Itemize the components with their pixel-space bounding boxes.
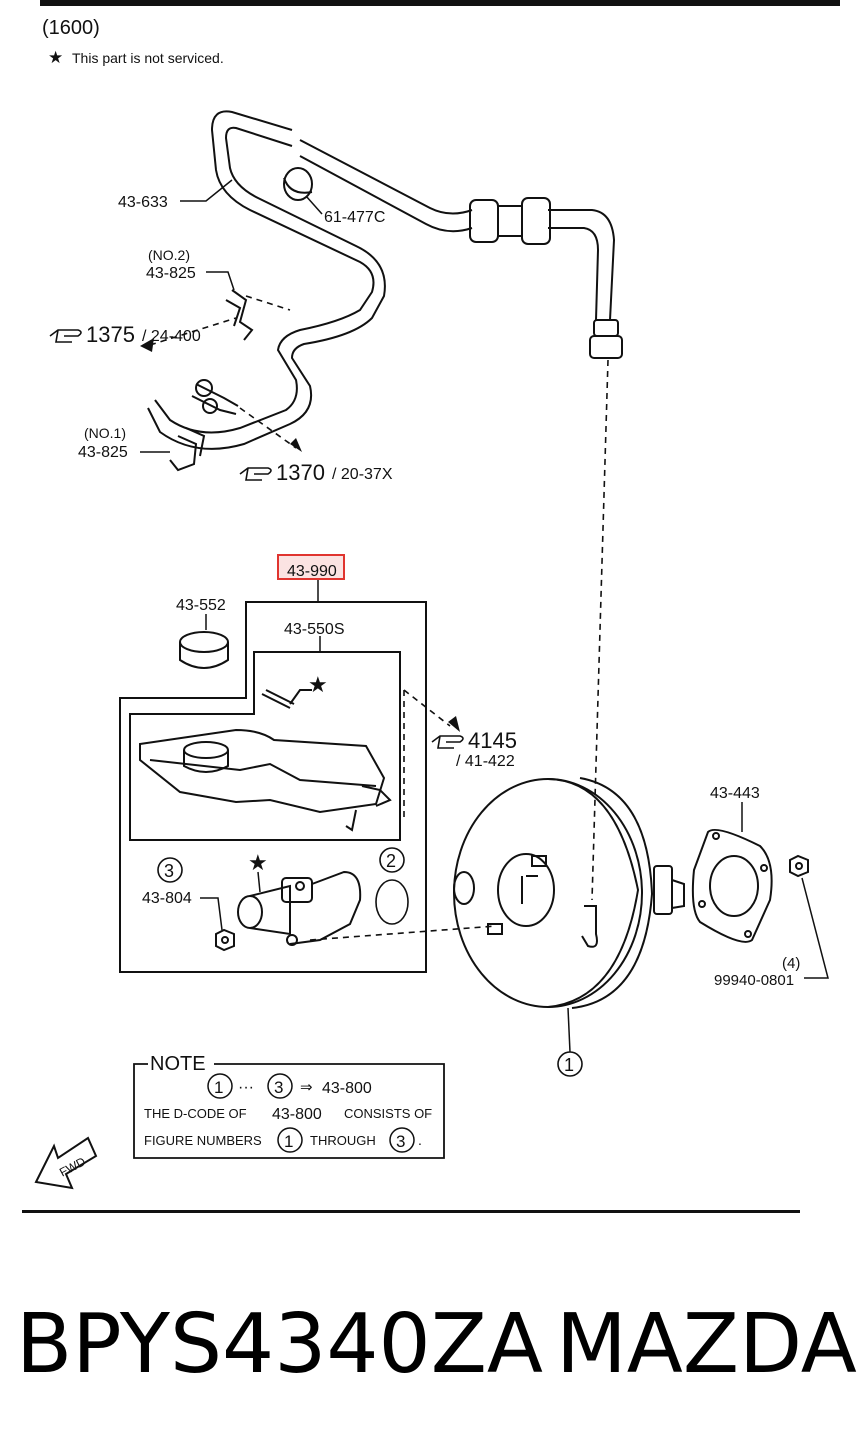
- note-range-arrow: ⇒: [300, 1079, 313, 1096]
- top-rule: [40, 0, 840, 6]
- nut-right: [789, 854, 809, 878]
- note-line2-code: 43-800: [272, 1106, 322, 1123]
- note-range-dots: ···: [238, 1079, 254, 1096]
- note-line3-to: 3: [396, 1132, 405, 1151]
- part-footer: BPYS4340ZA MAZDA: [0, 1290, 864, 1410]
- note-line2-b: CONSISTS OF: [344, 1106, 432, 1121]
- ref-1370-sub: / 20-37X: [332, 466, 393, 483]
- nut-left: [215, 928, 235, 952]
- ref-4145-sub: / 41-422: [456, 753, 515, 770]
- booster-gasket: [691, 828, 773, 943]
- note-box: NOTE 1 ··· 3 ⇒ 43-800 THE D-CODE OF 43-8…: [133, 1053, 445, 1159]
- fwd-label: FWD: [57, 1154, 88, 1179]
- hand-pointer-icon: [239, 467, 272, 481]
- label-clip-no2: 43-825: [146, 265, 196, 282]
- reservoir-screw: [261, 689, 312, 709]
- label-fig1: 1: [564, 1055, 574, 1075]
- figure-2-marker: [375, 847, 409, 925]
- label-highlighted-part: 43-990: [287, 563, 337, 580]
- label-clamp-upper: 61-477C: [324, 209, 385, 226]
- label-nut-right: 99940-0801: [714, 972, 794, 989]
- arrowheads: [140, 338, 460, 732]
- bottom-rule: [22, 1210, 800, 1213]
- brand-name: MAZDA: [556, 1297, 857, 1392]
- label-cap: 43-552: [176, 597, 226, 614]
- fwd-arrow-icon: FWD: [34, 1136, 98, 1190]
- reservoir-tank: [139, 728, 392, 832]
- star-icon: ★: [48, 48, 63, 67]
- not-serviced-note: This part is not serviced.: [72, 50, 224, 66]
- label-hose: 43-633: [118, 194, 168, 211]
- label-gasket: 43-443: [710, 785, 760, 802]
- highlight-box: [277, 554, 345, 580]
- reservoir-box: [129, 651, 401, 841]
- master-cylinder: [237, 870, 362, 946]
- note-line2-a: THE D-CODE OF: [144, 1106, 247, 1121]
- assembly-box: [119, 601, 427, 973]
- label-nut-right-qty: (4): [782, 955, 800, 972]
- note-range-to: 3: [274, 1078, 283, 1097]
- label-reservoir: 43-550S: [284, 621, 345, 638]
- note-title: NOTE: [150, 1053, 206, 1075]
- star-icon: ★: [248, 850, 268, 875]
- label-clip-no1: 43-825: [78, 444, 128, 461]
- ref-1375-main: 1375: [86, 322, 135, 347]
- ref-4145-main: 4145: [468, 728, 517, 753]
- part-number: BPYS4340ZA: [16, 1297, 543, 1392]
- ref-1375-sub: / 24-400: [142, 328, 201, 345]
- note-range-code: 43-800: [322, 1080, 372, 1097]
- vacuum-hose-assembly: [147, 110, 623, 472]
- hand-pointer-icon: [431, 735, 464, 749]
- label-fig3: 3: [164, 861, 174, 881]
- label-clip-no2-tag: (NO.2): [148, 247, 190, 263]
- note-line3-from: 1: [284, 1132, 293, 1151]
- note-range-from: 1: [214, 1078, 223, 1097]
- label-nut-left: 43-804: [142, 890, 192, 907]
- figure-1-marker: [557, 1051, 583, 1077]
- reservoir-cap: [179, 631, 229, 669]
- ref-1370-main: 1370: [276, 460, 325, 485]
- star-icon: ★: [308, 672, 328, 697]
- section-code: (1600): [42, 17, 100, 39]
- note-line3-b: THROUGH: [310, 1133, 376, 1148]
- note-line3-a: FIGURE NUMBERS: [144, 1133, 262, 1148]
- hand-pointer-icon: [49, 329, 82, 343]
- hose-dashed-lines: [149, 295, 609, 941]
- hose-leader-lines: [140, 179, 323, 453]
- label-clip-no1-tag: (NO.1): [84, 425, 126, 441]
- label-fig2: 2: [386, 851, 396, 871]
- note-line3-end: .: [418, 1132, 422, 1148]
- brake-booster: [453, 777, 685, 1009]
- figure-3-marker: [157, 857, 183, 883]
